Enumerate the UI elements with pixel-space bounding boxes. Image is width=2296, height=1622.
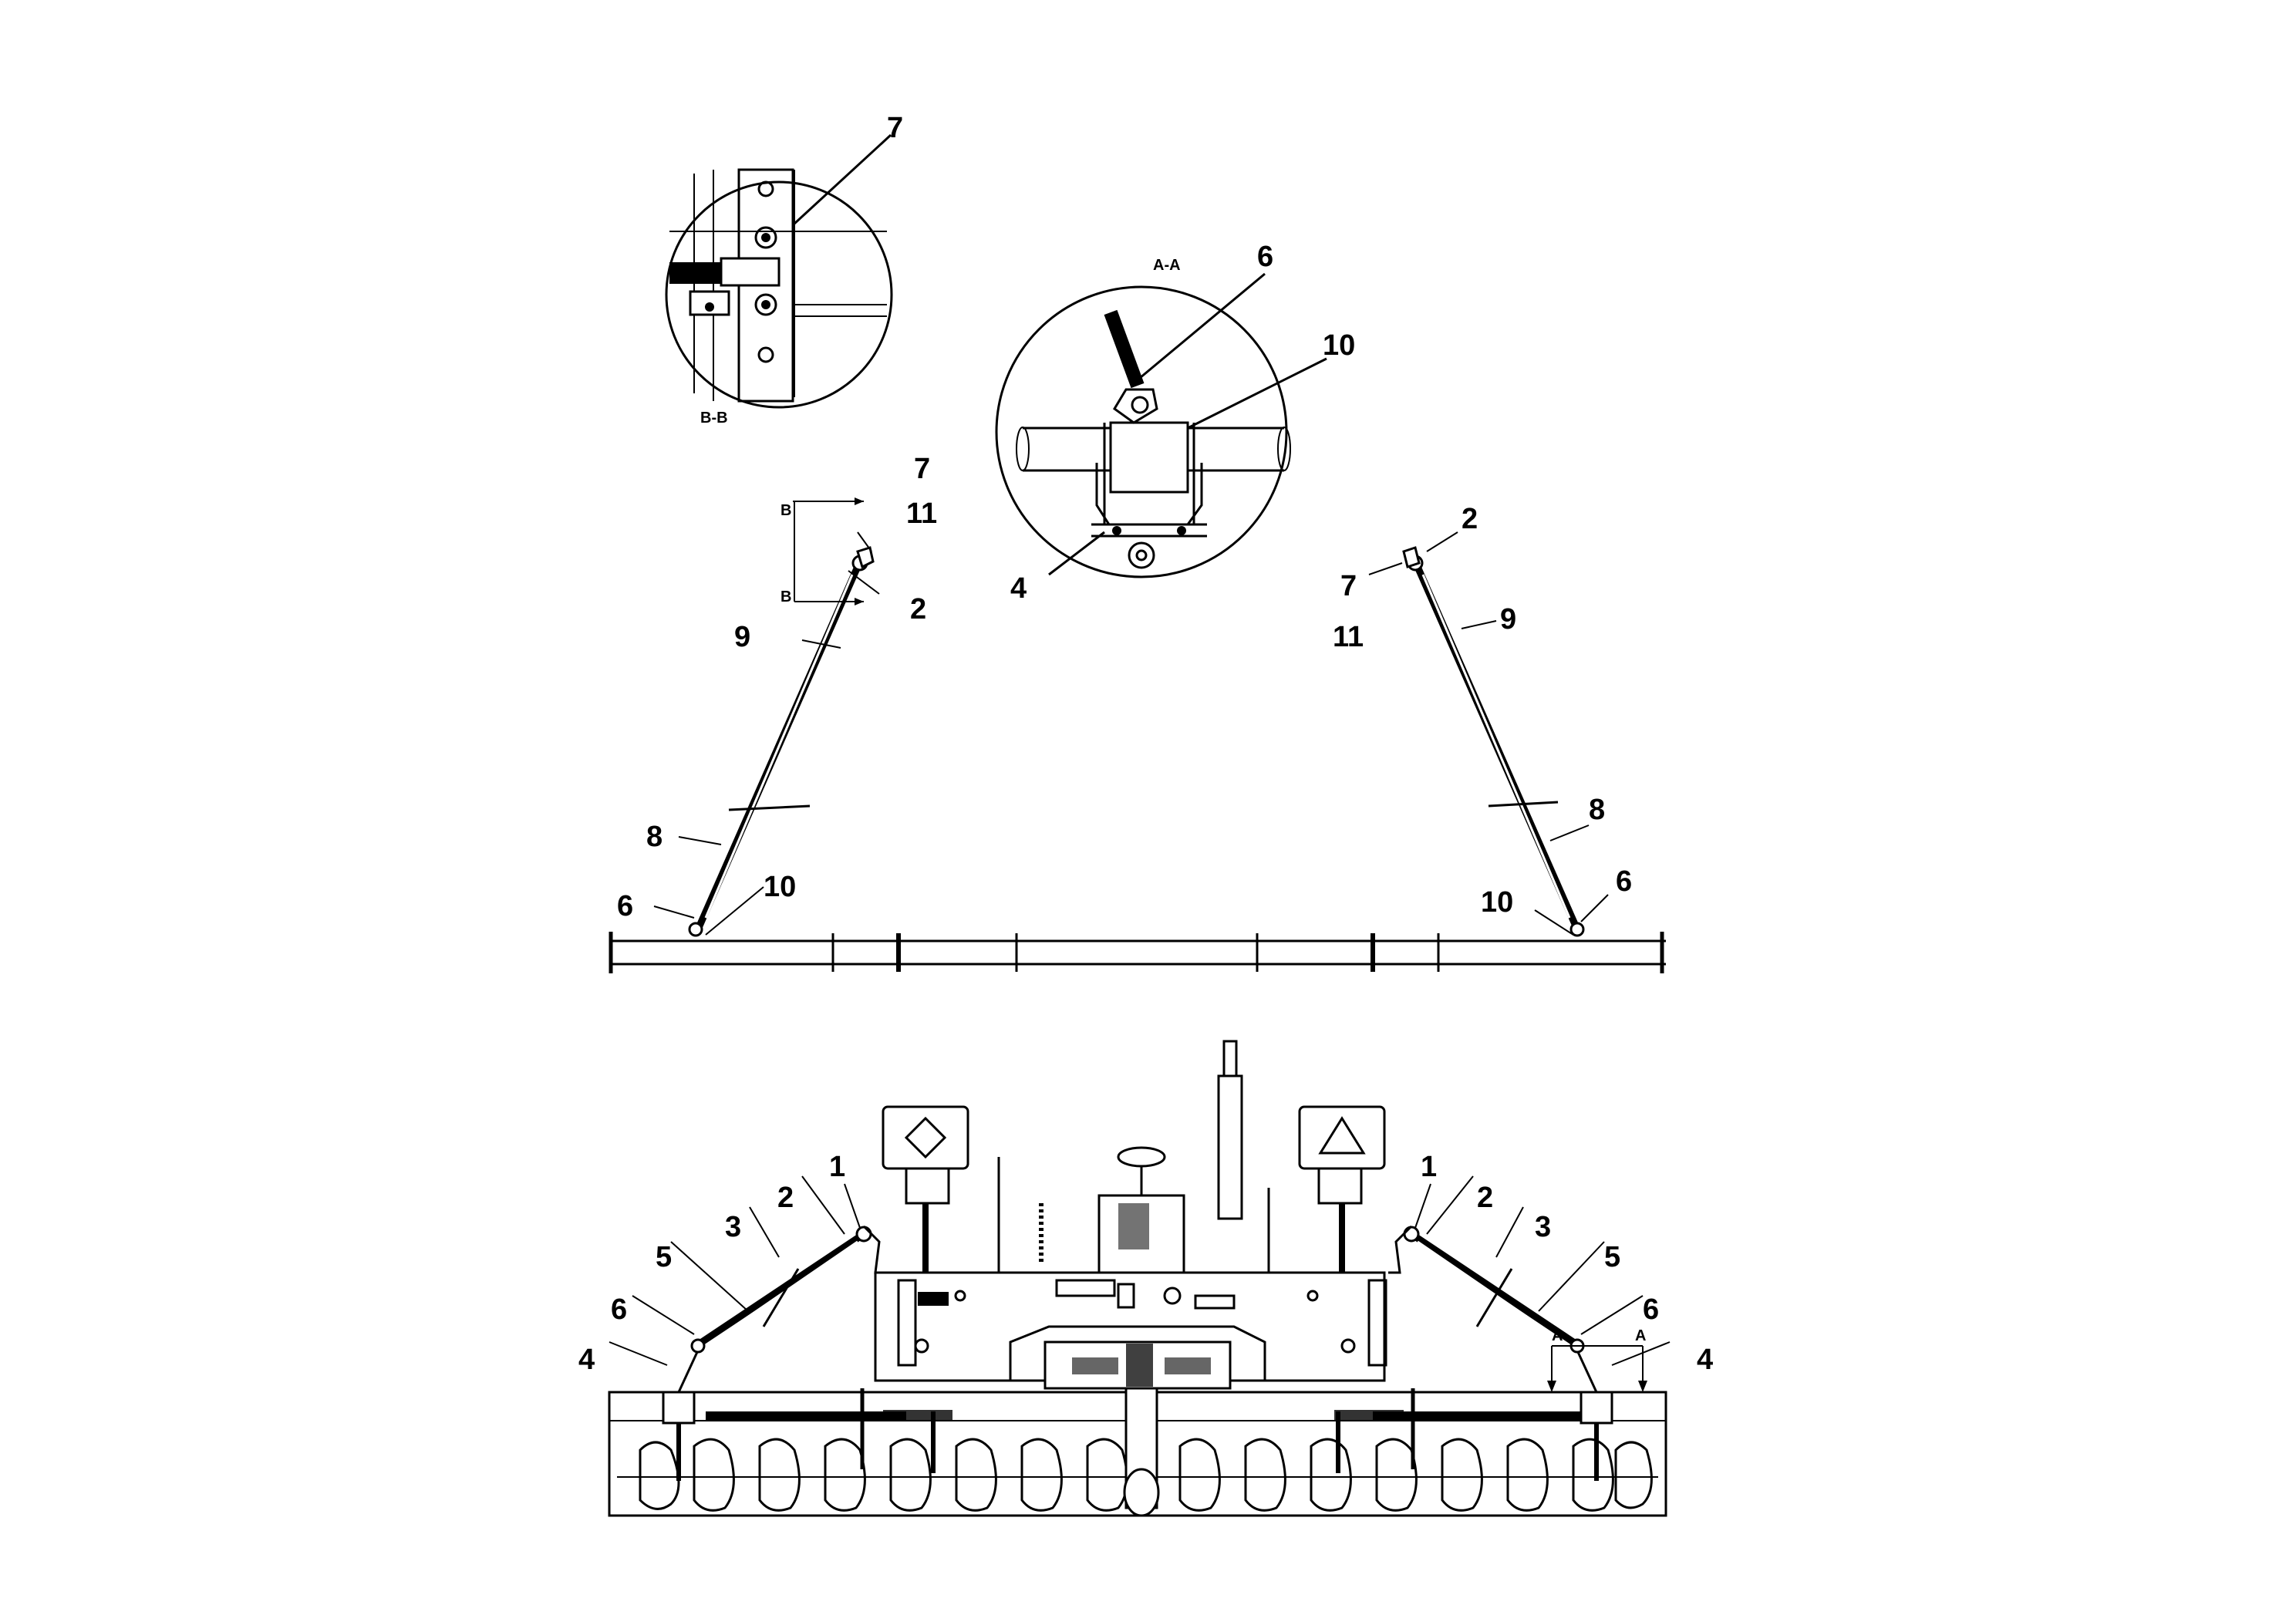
callout-machine-right-2: 2: [1477, 1182, 1493, 1214]
callout-machine-right-1: 1: [1421, 1151, 1437, 1183]
callout-rear-right-6: 6: [1616, 865, 1632, 898]
callout-rear-left-7: 7: [914, 453, 930, 485]
callout-rear-right-2: 2: [1462, 503, 1478, 535]
callout-bb-7: 7: [887, 112, 903, 144]
callout-rear-right-7: 7: [1340, 570, 1357, 602]
callout-machine-left-4: 4: [578, 1344, 595, 1376]
machine-right-marker-a-left: A: [1552, 1327, 1563, 1344]
detail-bb-view: [665, 133, 893, 409]
machine-body: [608, 1040, 1667, 1517]
machine-right-marker-a-right: A: [1635, 1327, 1646, 1344]
callout-machine-right-3: 3: [1535, 1211, 1551, 1243]
callout-machine-left-5: 5: [656, 1241, 672, 1273]
callout-rear-left-10: 10: [764, 871, 796, 903]
rear-view-bar: [609, 932, 1666, 973]
callout-aa-6: 6: [1257, 241, 1273, 273]
rear-right-strut: [1368, 531, 1609, 937]
callout-rear-left-11: 11: [906, 497, 937, 530]
callout-machine-right-5: 5: [1604, 1241, 1620, 1273]
callout-rear-left-9: 9: [734, 621, 750, 653]
rear-left-marker-b-top: B: [781, 502, 791, 519]
rear-left-marker-b-bottom: B: [781, 588, 791, 605]
callout-machine-left-2: 2: [777, 1182, 794, 1214]
callout-machine-left-1: 1: [829, 1151, 845, 1183]
callout-machine-left-3: 3: [725, 1211, 741, 1243]
machine-left-strut: [609, 1175, 887, 1393]
callout-aa-4: 4: [1010, 572, 1027, 605]
machine-right-strut: [1388, 1175, 1671, 1393]
callout-rear-left-2: 2: [910, 593, 926, 626]
callout-aa-10: 10: [1323, 329, 1355, 362]
callout-machine-right-6: 6: [1643, 1293, 1659, 1326]
callout-machine-left-6: 6: [611, 1293, 627, 1326]
callout-rear-right-9: 9: [1500, 603, 1516, 636]
callout-rear-left-6: 6: [617, 890, 633, 922]
callout-rear-right-11: 11: [1333, 621, 1364, 653]
callout-rear-right-8: 8: [1589, 794, 1605, 826]
callout-machine-right-4: 4: [1697, 1344, 1713, 1376]
callout-rear-right-10: 10: [1481, 886, 1513, 919]
rear-left-strut: [653, 497, 880, 937]
callout-rear-left-8: 8: [646, 821, 663, 853]
section-label-aa: A-A: [1153, 257, 1181, 274]
section-label-bb: B-B: [700, 410, 728, 427]
detail-aa-view: [995, 272, 1327, 578]
